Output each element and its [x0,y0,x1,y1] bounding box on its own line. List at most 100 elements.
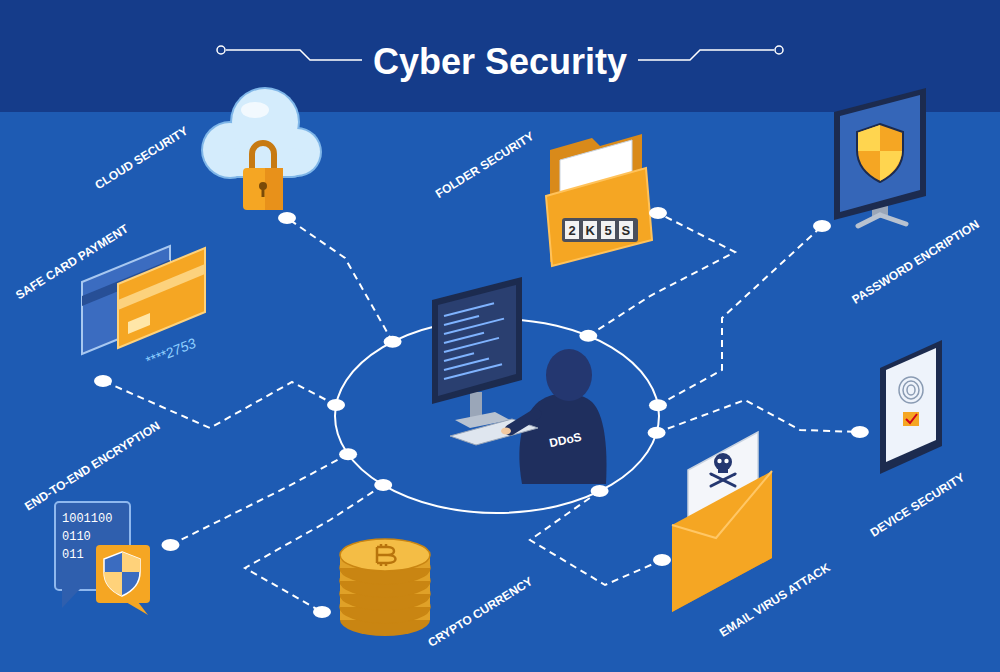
dashed-connector [287,218,393,342]
topic-node: CRYPTO CURRENCY [322,529,543,658]
lock-digit: 5 [605,223,612,238]
center-circle: DDoS [334,318,660,514]
monitor-icon [834,88,926,226]
dashed-connector [103,381,336,428]
cloud-icon-part [243,168,283,210]
phone-icon-part [880,340,942,474]
monitor-icon-part [880,151,902,181]
monitor-icon-part [857,124,903,182]
cloud-icon-part [201,87,322,179]
hacker-figure-part-part [444,353,474,361]
email-icon-part [672,471,772,612]
hacker-figure-part-part [444,364,502,379]
cloud-icon-part [203,89,320,177]
phone-icon-part-part [907,385,915,395]
circle-outline [334,318,660,514]
folder-icon [546,134,652,266]
hacker-figure-part [501,428,511,435]
phone-icon-part [886,348,936,462]
lock-digit: S [622,223,631,238]
connector-dot [313,606,331,618]
card-icon-part [118,248,205,348]
card-icon-part [118,264,205,310]
topic-node: PASSWORD ENCRIPTION [822,79,989,315]
chat-icon-part [62,589,80,608]
topic-label: FOLDER SECURITY [431,127,539,203]
folder-icon-part [565,221,579,239]
title-circuit-part [217,46,225,54]
topic-node: DEVICE SECURITY [860,330,976,548]
topic-node: CLOUD SECURITY [85,79,330,218]
topic-node: SAFE CARD PAYMENT [5,214,221,381]
lock-digit: 2 [569,223,576,238]
folder-icon-part [583,221,597,239]
phone-icon-part [906,414,917,423]
email-icon [672,432,772,612]
hacker-figure-part [519,393,606,484]
dashed-connector [170,454,348,545]
chat-icon-part [104,572,122,596]
email-icon-part [717,459,721,463]
title-circuit-part [226,50,362,60]
monitor-icon-part [858,215,880,226]
center-label: DDoS [545,428,584,451]
connector-dot [94,375,112,387]
connector-dot [813,220,831,232]
coin-stack-part [340,539,430,571]
phone-icon [880,340,942,474]
email-icon-part [711,474,735,486]
folder-icon-part [546,168,652,266]
hacker-figure-part [438,285,516,396]
hacker-figure-part [432,277,522,404]
dashed-connector [245,485,383,612]
hacker-figure-part [546,349,592,401]
lock-digit: K [586,223,595,238]
topic-label: EMAIL VIRUS ATTACK [715,558,835,641]
phone-icon-part-part [903,381,919,399]
topic-label: END-TO-END ENCRYPTION [19,417,164,516]
dashed-connector [530,491,662,585]
monitor-icon-part [840,95,920,212]
hacker-figure-part [444,303,504,379]
background-part [0,0,1000,112]
connector-dot [653,554,671,566]
topic-label: SAFE CARD PAYMENT [11,220,133,305]
topic-node: FOLDER SECURITY [425,121,658,272]
topic-label: CLOUD SECURITY [91,122,193,194]
cloud-icon-part [262,188,265,197]
coin-stack-part [377,544,396,566]
connector-dot [278,212,296,224]
email-icon-part [718,467,728,473]
email-icon-part [672,471,772,538]
connector-dot [161,539,179,551]
title-circuit-part [775,46,783,54]
hacker-figure-part [510,414,536,430]
binary-code: 1001100 [62,512,112,526]
hacker-figure-part-part [444,333,484,343]
hacker-figure-part-part [444,303,494,316]
dashed-connector [658,226,822,405]
connector-dot [851,426,869,438]
folder-icon-part [562,218,638,242]
cloud-icon-part [265,168,283,210]
folder-icon-part [619,221,633,239]
cloud-icon [201,87,322,210]
binary-code: 0110 [62,530,91,544]
phone-icon-part-part [899,377,923,403]
monitor-icon-part [834,88,926,220]
phone-icon-part [903,412,919,426]
cloud-icon-part [241,102,269,118]
dashed-connector [657,400,860,433]
diagram-title: Cyber Security [0,40,1000,84]
monitor-icon-part [880,215,906,224]
chat-icon-part [122,552,140,572]
topic-label: PASSWORD ENCRIPTION [847,215,984,309]
chat-icon-part [104,552,140,596]
phone-icon-part [899,377,923,403]
coin-stack [340,539,430,636]
dashed-connector [588,213,735,336]
